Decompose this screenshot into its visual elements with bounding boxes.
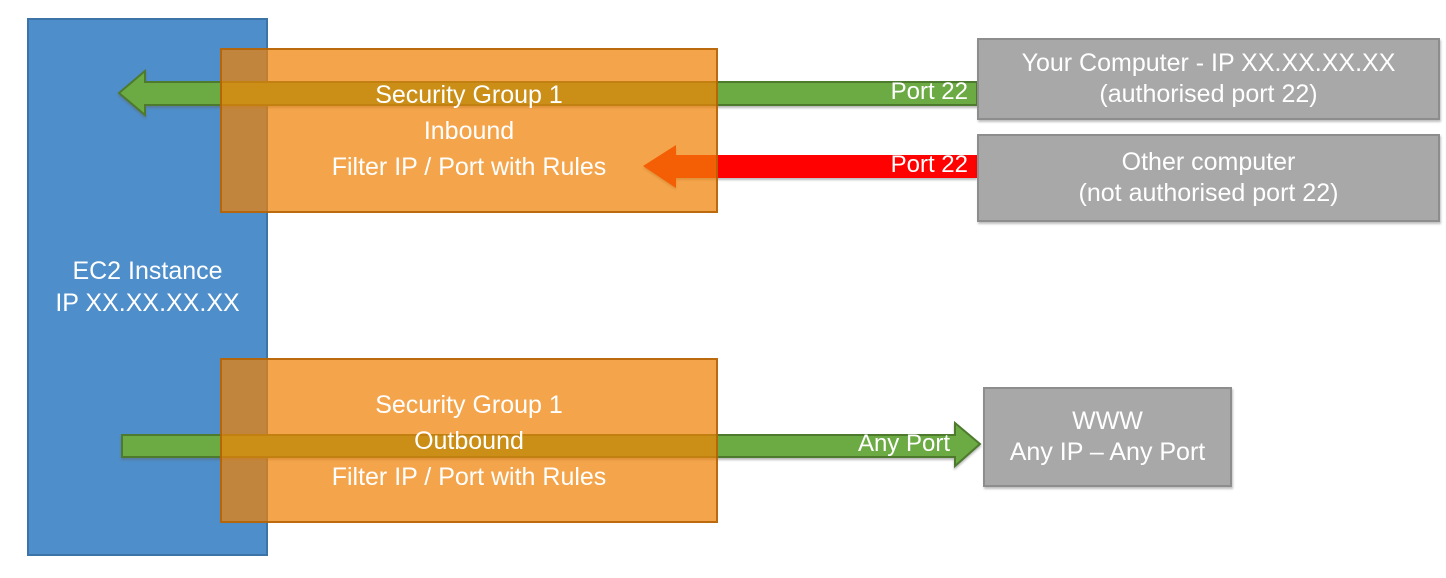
www-box: WWW Any IP – Any Port [983, 387, 1232, 487]
security-group-name: Security Group 1 [375, 390, 563, 419]
inbound-blocked-arrow [643, 145, 977, 188]
security-group-direction: Outbound [414, 426, 524, 455]
other-computer-subtitle: (not authorised port 22) [1078, 179, 1339, 207]
security-group-name: Security Group 1 [375, 80, 563, 109]
security-group-rule: Filter IP / Port with Rules [331, 152, 607, 181]
security-group-rule: Filter IP / Port with Rules [331, 462, 607, 491]
your-computer-box: Your Computer - IP XX.XX.XX.XX (authoris… [977, 38, 1440, 120]
your-computer-title: Your Computer - IP XX.XX.XX.XX [1021, 49, 1396, 77]
security-group-outbound-box: Security Group 1 Outbound Filter IP / Po… [220, 358, 718, 523]
left-arrow-icon [643, 145, 977, 188]
inbound-blocked-port-label: Port 22 [890, 151, 968, 178]
ec2-instance-name: EC2 Instance [72, 257, 223, 285]
security-group-direction: Inbound [423, 116, 515, 145]
ec2-instance-ip: IP XX.XX.XX.XX [55, 289, 240, 317]
inbound-allowed-port-label: Port 22 [890, 78, 968, 105]
www-title: WWW [1072, 407, 1143, 435]
security-group-inbound-box: Security Group 1 Inbound Filter IP / Por… [220, 48, 718, 213]
other-computer-title: Other computer [1121, 148, 1296, 176]
your-computer-subtitle: (authorised port 22) [1099, 80, 1318, 108]
www-subtitle: Any IP – Any Port [1009, 438, 1206, 466]
outbound-port-label: Any Port [857, 430, 950, 457]
other-computer-box: Other computer (not authorised port 22) [977, 134, 1440, 222]
